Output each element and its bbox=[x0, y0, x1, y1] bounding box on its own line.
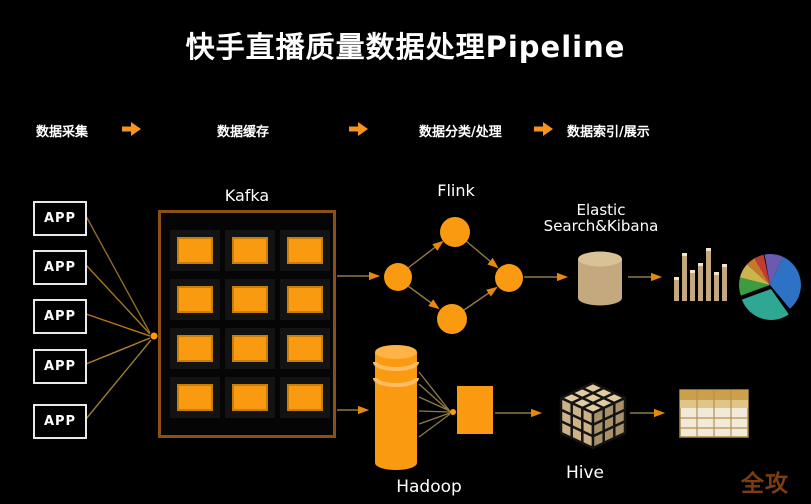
kafka-partition-square bbox=[177, 384, 213, 411]
hadoop-cylinder bbox=[373, 345, 419, 470]
pie-chart-icon bbox=[737, 252, 805, 326]
app-label: APP bbox=[43, 309, 77, 324]
app-label: APP bbox=[43, 260, 77, 275]
stage-label-index: 数据索引/展示 bbox=[567, 125, 650, 140]
kafka-label: Kafka bbox=[224, 186, 270, 205]
reduce-box bbox=[457, 386, 493, 434]
app-box: APP bbox=[33, 299, 87, 334]
bar bbox=[682, 253, 687, 301]
elastic-label: Elastic Search&Kibana bbox=[540, 202, 662, 234]
table-icon bbox=[679, 389, 749, 438]
kafka-partition-grid bbox=[177, 237, 323, 411]
kafka-partition-square bbox=[287, 384, 323, 411]
bar-chart-icon bbox=[674, 247, 732, 301]
elastic-label-line1: Elastic bbox=[576, 201, 626, 219]
pie-slice bbox=[770, 256, 801, 309]
hive-label: Hive bbox=[565, 463, 605, 483]
app-label: APP bbox=[43, 211, 77, 226]
elastic-label-line2: Search&Kibana bbox=[543, 217, 659, 235]
pie-slice bbox=[739, 277, 770, 296]
pie-slice bbox=[739, 264, 770, 285]
page-title: 快手直播质量数据处理Pipeline bbox=[185, 30, 626, 64]
bar bbox=[674, 277, 679, 301]
flink-diamond-links bbox=[407, 240, 499, 311]
kafka-partition-square bbox=[287, 237, 323, 264]
pie-slice bbox=[754, 254, 770, 285]
kafka-partition-square bbox=[232, 384, 268, 411]
flink-label: Flink bbox=[437, 181, 475, 200]
kafka-partition-square bbox=[287, 286, 323, 313]
kafka-partition-square bbox=[232, 237, 268, 264]
kafka-partition-square bbox=[232, 286, 268, 313]
app-label: APP bbox=[43, 359, 77, 374]
app-label: APP bbox=[43, 414, 77, 429]
stage-label-process: 数据分类/处理 bbox=[419, 125, 502, 140]
bar bbox=[714, 272, 719, 301]
pie-slice bbox=[747, 258, 770, 285]
stage-label-cache: 数据缓存 bbox=[217, 125, 270, 140]
app-box: APP bbox=[33, 250, 87, 285]
pie-slice bbox=[764, 254, 784, 285]
flow-arrow-icon bbox=[534, 122, 553, 136]
watermark: 全攻略 bbox=[741, 471, 789, 497]
pie-slice bbox=[741, 289, 789, 320]
app-fan-lines bbox=[85, 215, 158, 420]
kafka-partition-square bbox=[177, 335, 213, 362]
kafka-partition-square bbox=[177, 237, 213, 264]
shuffle-fan-lines bbox=[418, 371, 456, 438]
bar bbox=[706, 248, 711, 301]
stage-label-collect: 数据采集 bbox=[36, 125, 89, 140]
kafka-box bbox=[158, 210, 336, 438]
kafka-partition-square bbox=[232, 335, 268, 362]
app-box: APP bbox=[33, 404, 87, 439]
bar bbox=[690, 270, 695, 301]
bar bbox=[722, 264, 727, 301]
app-box: APP bbox=[33, 349, 87, 384]
kafka-partition-square bbox=[287, 335, 323, 362]
app-box: APP bbox=[33, 201, 87, 236]
hadoop-label: Hadoop bbox=[396, 477, 462, 497]
flow-arrow-icon bbox=[349, 122, 368, 136]
hive-cube-icon bbox=[559, 381, 627, 450]
bar bbox=[698, 263, 703, 301]
flink-node-circles bbox=[384, 217, 523, 334]
flow-arrow-icon bbox=[122, 122, 141, 136]
fan-converge-dot bbox=[150, 332, 158, 340]
elastic-cylinder bbox=[578, 251, 622, 306]
kafka-partition-square bbox=[177, 286, 213, 313]
